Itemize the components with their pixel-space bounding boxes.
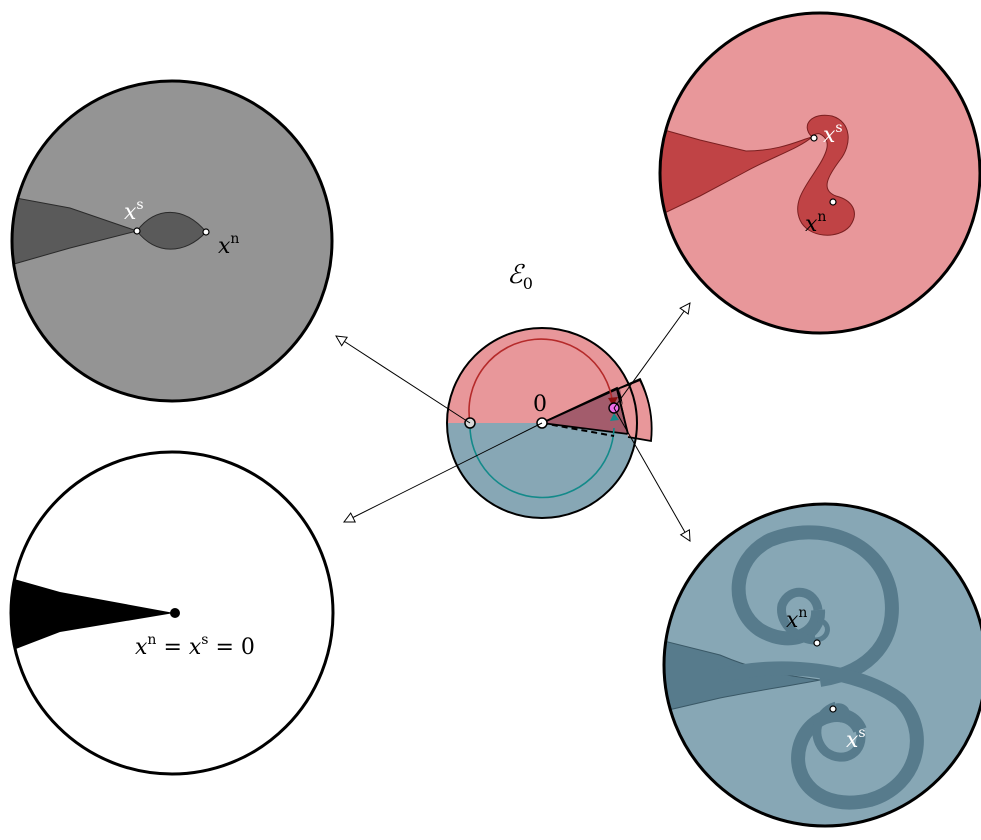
white-equation-label: xn = xs = 0 — [135, 632, 255, 660]
center-disk — [446, 327, 653, 519]
red-radius-arc — [468, 338, 614, 424]
red-xn-point — [829, 198, 837, 206]
arrow-to-gray — [336, 336, 471, 424]
center-disk-outline — [446, 327, 638, 519]
red-xs-label: xs — [823, 120, 843, 148]
lower-spiral-band — [718, 661, 924, 810]
red-spiral-region — [797, 114, 855, 236]
red-xn-label: xn — [805, 209, 826, 237]
red-direction-marker — [608, 397, 618, 406]
center-upper-half — [447, 328, 637, 423]
gray-xs-label: xs — [124, 197, 144, 225]
red-xs-point — [810, 134, 818, 142]
gray-region — [12, 194, 139, 269]
white-disk — [9, 450, 335, 776]
gray-disk — [10, 79, 334, 403]
blue-xn-label: xn — [786, 605, 807, 633]
blue-disk — [662, 502, 981, 828]
connector-arrows — [336, 303, 690, 541]
arrow-to-blue — [613, 407, 690, 541]
dashed-radius — [541, 422, 615, 437]
arrow-to-white — [344, 422, 543, 522]
teal-radius-arc — [469, 422, 615, 499]
blue-xn-point — [813, 639, 821, 647]
teal-direction-marker — [610, 413, 619, 421]
center-lower-half — [447, 423, 637, 518]
upper-spiral-band — [731, 525, 899, 687]
origin-dot — [170, 608, 180, 618]
blue-xs-point — [829, 705, 837, 713]
blue-xs-label: xs — [846, 725, 866, 753]
gray-xn-point — [202, 228, 210, 236]
gray-xs-point — [133, 227, 141, 235]
origin-label: 0 — [533, 392, 547, 417]
red-disk — [658, 11, 981, 335]
gray-xn-label: xn — [218, 231, 239, 259]
black-cusp-region — [11, 575, 174, 655]
arrow-to-red — [613, 303, 690, 409]
center-title: ℰ0 — [507, 260, 533, 293]
